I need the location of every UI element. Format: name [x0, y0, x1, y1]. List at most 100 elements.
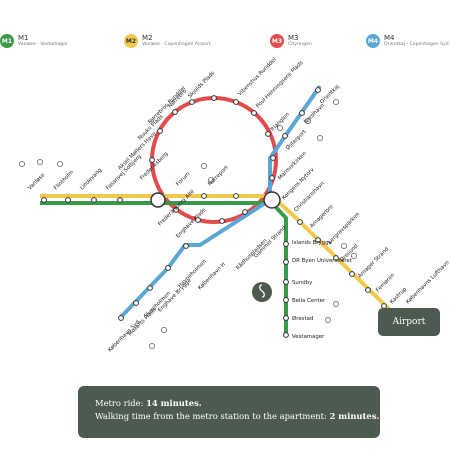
station-dot — [299, 110, 305, 116]
station-dot — [117, 197, 123, 203]
station-dot — [133, 300, 139, 306]
metro-ride-prefix: Metro ride: — [95, 398, 147, 408]
station-dot — [157, 128, 163, 134]
label-orientkaj: Orientkaj — [319, 84, 341, 106]
label-sundby: Sundby — [292, 280, 313, 286]
m1-badge: M1 — [0, 34, 14, 48]
station-dot — [333, 255, 339, 261]
station-dot — [195, 217, 201, 223]
label-lindevang: Lindevang — [79, 167, 103, 191]
m4-badge: M4 — [366, 34, 380, 48]
station-dot — [365, 287, 371, 293]
station-icon — [149, 343, 155, 349]
label-lergravsparken: Lergravsparken — [327, 212, 361, 246]
label-radhuspladsen: Rådhuspladsen — [234, 237, 268, 271]
station-dot — [297, 219, 303, 225]
legend-m3: M3 M3 Cityringen — [270, 34, 312, 48]
station-icon — [37, 159, 43, 165]
m4-name: M4 — [384, 34, 395, 42]
station-icon — [208, 177, 214, 183]
station-dot — [251, 110, 257, 116]
label-dr-byen: DR Byen Universitetet — [292, 258, 352, 264]
station-dot — [172, 109, 178, 115]
station-icon — [161, 327, 167, 333]
station-dot — [147, 285, 153, 291]
station-dot — [242, 209, 248, 215]
station-dot — [265, 131, 271, 137]
station-dot — [283, 315, 289, 321]
label-flintholm: Flintholm — [53, 169, 75, 191]
station-dot — [283, 259, 289, 265]
legend-m2: M2 M2 Vanløse - Copenhagen Airport — [124, 34, 211, 48]
ring-stations — [41, 87, 399, 338]
m2-name: M2 — [142, 34, 153, 42]
station-dot — [283, 279, 289, 285]
m4-north-line — [268, 84, 322, 200]
label-vestamager: Vestamager — [292, 334, 325, 340]
metro-ride-line: Metro ride: 14 minutes. — [95, 397, 380, 410]
station-icon — [333, 99, 339, 105]
station-dot — [118, 315, 124, 321]
station-dot — [91, 197, 97, 203]
m3-badge: M3 — [270, 34, 284, 48]
m3-route: Cityringen — [288, 42, 312, 47]
legend-m4: M4 M4 Orientkaj - Copenhagen Syd — [366, 34, 449, 48]
info-panel: Metro ride: 14 minutes. Walking time fro… — [78, 386, 380, 438]
station-icon — [201, 163, 207, 169]
station-dot — [315, 237, 321, 243]
station-dot — [315, 87, 321, 93]
station-dot — [65, 197, 71, 203]
airport-label: Airport — [378, 308, 440, 336]
walking-time-value: 2 minutes. — [329, 411, 380, 421]
station-dot — [283, 241, 289, 247]
walking-time-prefix: Walking time from the metro station to t… — [95, 411, 330, 421]
label-amager-strand: Amager Strand — [357, 246, 390, 279]
metro-ride-value: 14 minutes. — [146, 398, 202, 408]
m4-route: Orientkaj - Copenhagen Syd — [384, 42, 449, 47]
station-dot — [201, 193, 207, 199]
label-orestad: Ørestad — [292, 315, 313, 322]
station-icon — [351, 253, 357, 259]
m2-badge: M2 — [124, 34, 138, 48]
legend-m1: M1 M1 Vanløse - Vestamager — [0, 34, 68, 48]
label-islands-brygge: Islands Brygge — [292, 240, 333, 246]
label-femoren: Femøren — [375, 273, 396, 294]
station-dot — [149, 157, 155, 163]
station-dot — [233, 193, 239, 199]
label-lufthavnen: Københavns Lufthavn — [405, 260, 450, 306]
line-legend: M1 M1 Vanløse - Vestamager M2 M2 Vanløse… — [0, 34, 450, 54]
station-icon — [305, 118, 311, 124]
kongens-nytorv-interchange — [263, 191, 281, 209]
station-dot — [233, 99, 239, 105]
station-dot — [165, 265, 171, 271]
frederiksberg-interchange — [150, 192, 166, 208]
station-icon — [317, 135, 323, 141]
walking-time-line: Walking time from the metro station to t… — [95, 410, 380, 423]
station-dot — [270, 155, 276, 161]
station-dot — [349, 271, 355, 277]
station-icon — [277, 125, 283, 131]
station-dot — [282, 133, 288, 139]
label-vanlose: Vanløse — [27, 172, 47, 192]
station-dot — [269, 175, 275, 181]
m1-route: Vanløse - Vestamager — [18, 42, 68, 47]
label-bella: Bella Center — [292, 298, 326, 304]
label-norreport: Nørreport — [207, 165, 230, 188]
m3-name: M3 — [288, 34, 299, 42]
station-icon — [341, 243, 347, 249]
label-skjolds: Skjolds Plads — [187, 70, 216, 99]
station-icon — [325, 317, 331, 323]
station-dot — [283, 297, 289, 303]
station-icons — [19, 99, 357, 349]
label-gammel-strand: Gammel Strand — [253, 225, 287, 259]
station-dot — [283, 332, 289, 338]
station-dot — [173, 207, 179, 213]
label-kbh-syd: København Syd — [107, 319, 141, 353]
station-icon — [57, 161, 63, 167]
station-icon — [19, 161, 25, 167]
m1-name: M1 — [18, 34, 29, 42]
m2-route: Vanløse - Copenhagen Airport — [142, 42, 211, 47]
label-amagerbro: Amagerbro — [309, 204, 334, 229]
station-dot — [183, 243, 189, 249]
